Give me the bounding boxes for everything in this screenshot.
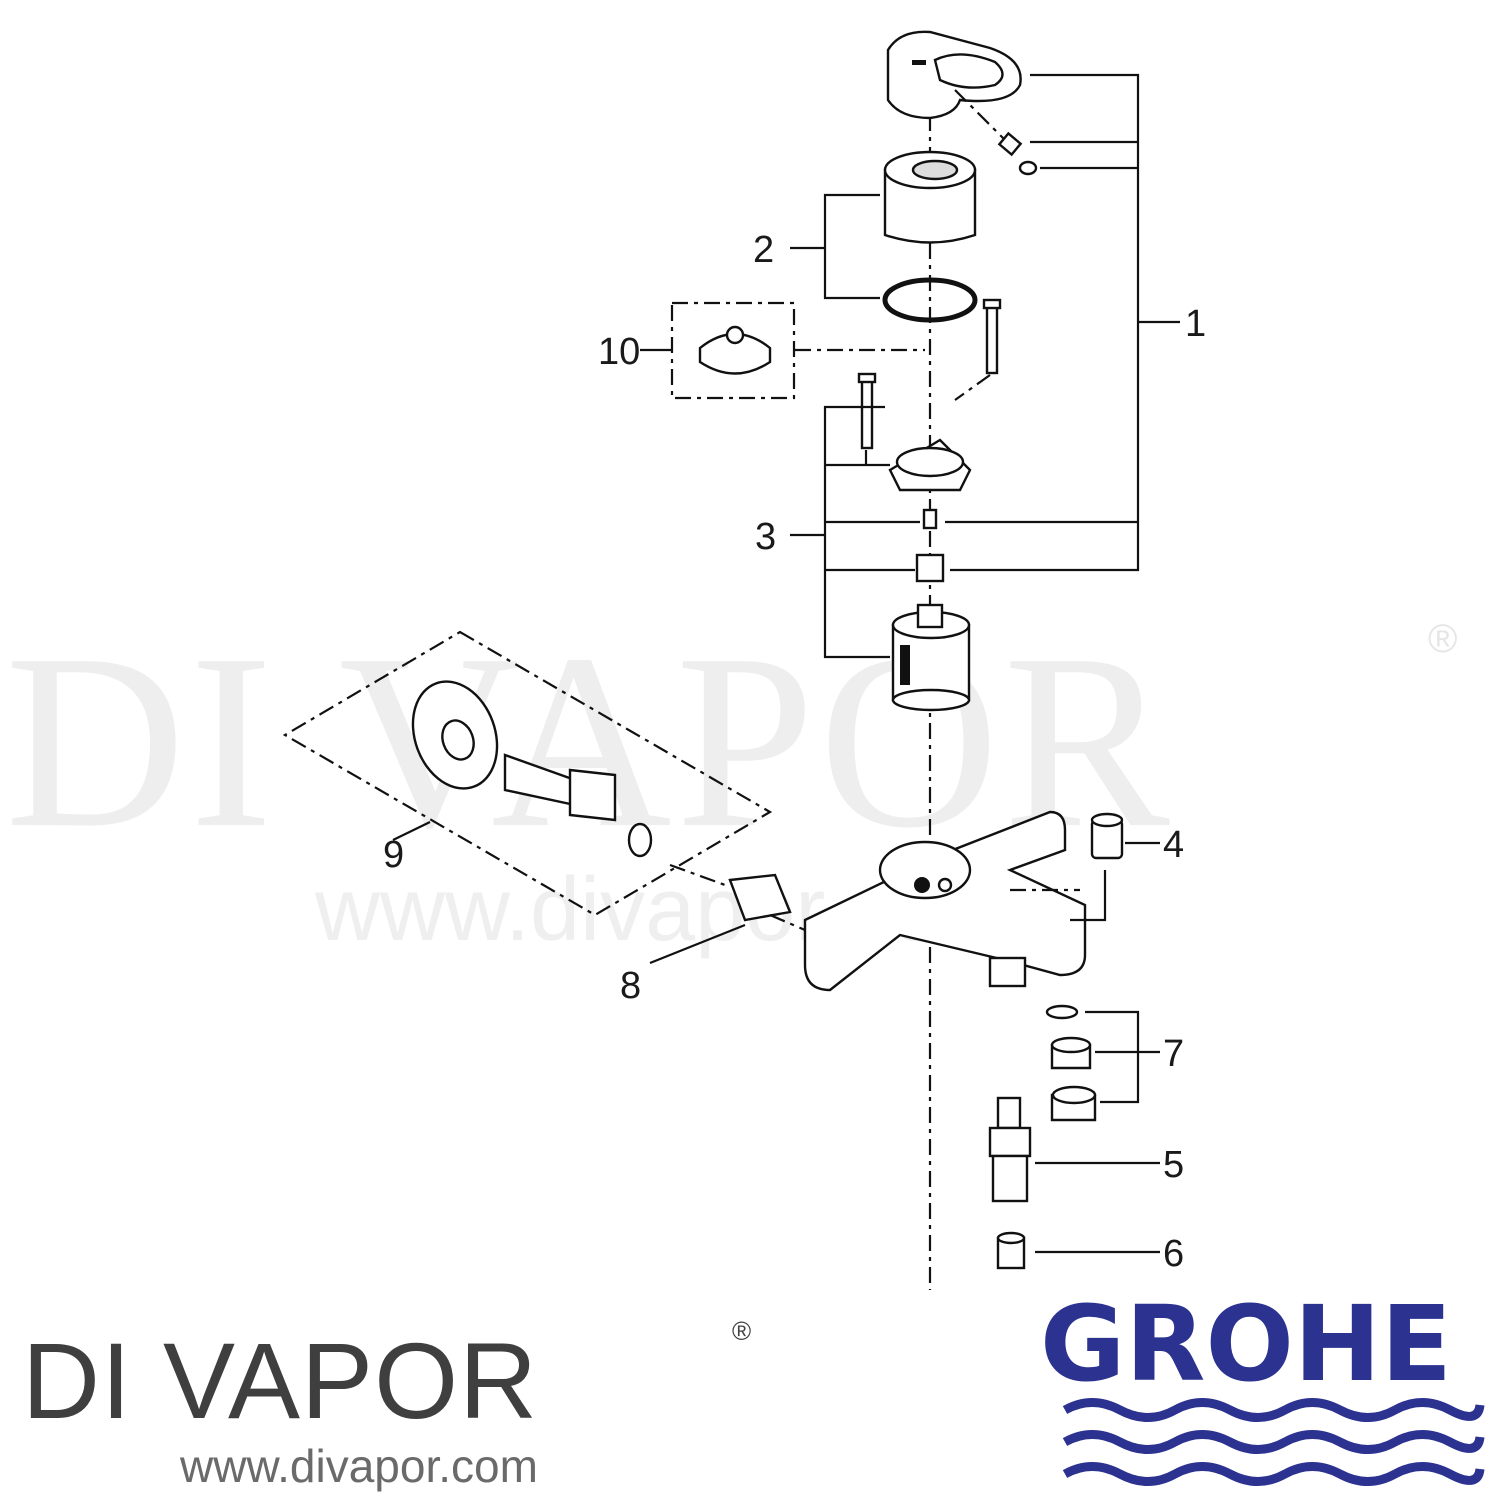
divapor-branding: DI VAPOR ® www.divapor.com <box>22 1316 751 1492</box>
small-screw <box>922 508 938 530</box>
callout-4: 4 <box>1163 824 1184 866</box>
brand-name: DI VAPOR <box>22 1320 538 1441</box>
callout-6: 6 <box>1163 1233 1184 1275</box>
cap <box>1010 812 1160 922</box>
callout-9: 9 <box>383 834 404 876</box>
aerator-set <box>1045 1004 1160 1122</box>
brand-url: www.divapor.com <box>179 1440 538 1492</box>
callout-2-bracket <box>790 193 880 300</box>
mixing-cartridge <box>891 603 971 712</box>
connector <box>649 863 792 965</box>
callout-3: 3 <box>755 516 776 558</box>
wall-fixing-kit <box>282 630 773 917</box>
mixer-body <box>769 810 1087 992</box>
watermark-registered: ® <box>1428 617 1457 661</box>
nut <box>996 1231 1160 1270</box>
diverter <box>988 1096 1160 1203</box>
bonnet-ring <box>888 438 972 492</box>
callout-7: 7 <box>1163 1033 1184 1075</box>
grohe-logo: GROHE <box>1040 1283 1485 1486</box>
brand-registered: ® <box>732 1316 751 1346</box>
watermark: DI VAPOR ® www.divapor.com <box>5 603 1457 960</box>
o-ring <box>882 277 978 323</box>
callout-2: 2 <box>753 229 774 271</box>
grohe-logo-text: GROHE <box>1040 1283 1452 1405</box>
callout-5: 5 <box>1163 1144 1184 1186</box>
sleeve-cover <box>883 150 977 244</box>
callout-8: 8 <box>620 965 641 1007</box>
callout-3-bracket <box>790 405 920 659</box>
insert-box <box>640 301 925 400</box>
grohe-wave-icon <box>1062 1398 1485 1486</box>
callout-10: 10 <box>598 331 640 373</box>
long-screws <box>857 298 1002 470</box>
callout-1-bracket <box>945 73 1180 572</box>
grub-screw <box>954 89 1038 176</box>
callout-1: 1 <box>1185 303 1206 345</box>
watermark-text: DI VAPOR <box>5 603 1174 880</box>
lever-handle <box>886 30 1022 120</box>
spindle-adapter <box>915 553 945 583</box>
